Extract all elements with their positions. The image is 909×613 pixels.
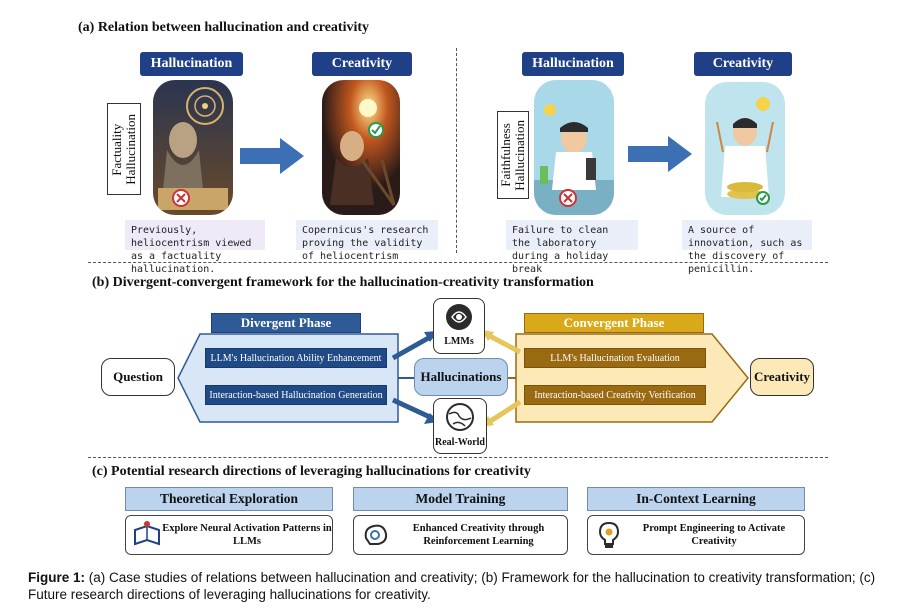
direction-card-in-context: Prompt Engineering to Activate Creativit… xyxy=(587,515,805,555)
caption-heliocentrism: Previously, heliocentrism viewed as a fa… xyxy=(125,220,265,275)
arrow-right-icon xyxy=(240,138,304,174)
direction-heading-in-context: In-Context Learning xyxy=(587,487,805,511)
creativity-label-left: Creativity xyxy=(312,52,412,76)
lightbulb-gear-icon xyxy=(598,521,620,548)
figure-caption-text: (a) Case studies of relations between ha… xyxy=(28,570,876,602)
convergent-step-2: Interaction-based Creativity Verificatio… xyxy=(524,385,706,405)
creativity-node: Creativity xyxy=(750,358,814,396)
brain-gear-icon xyxy=(364,524,388,545)
globe-icon xyxy=(446,403,474,431)
lmms-node: LMMs xyxy=(433,298,485,354)
real-world-node: Real-World xyxy=(433,398,487,454)
section-b-title: (b) Divergent-convergent framework for t… xyxy=(92,275,594,290)
arrow-right-icon xyxy=(628,136,692,172)
faithfulness-hallucination-label: Faithfulness Hallucination xyxy=(497,111,529,199)
hallucination-label-right: Hallucination xyxy=(522,52,624,76)
convergent-step-1: LLM's Hallucination Evaluation xyxy=(524,348,706,368)
section-a-title: (a) Relation between hallucination and c… xyxy=(78,20,370,35)
direction-heading-model-training: Model Training xyxy=(353,487,568,511)
direction-card-model-training: Enhanced Creativity through Reinforcemen… xyxy=(353,515,568,555)
section-a-divider xyxy=(456,48,457,253)
chip-brain-icon xyxy=(446,304,472,330)
caption-copernicus: Copernicus's research proving the validi… xyxy=(296,220,438,262)
convergent-phase-label: Convergent Phase xyxy=(524,313,704,333)
hallucination-label-left: Hallucination xyxy=(140,52,243,76)
scientist-success-image xyxy=(705,82,785,215)
hallucinations-node: Hallucinations xyxy=(414,358,508,396)
brain-book-icon xyxy=(134,521,160,546)
section-divider xyxy=(88,457,828,458)
lab-failure-image xyxy=(534,80,614,215)
divergent-step-1: LLM's Hallucination Ability Enhancement xyxy=(205,348,387,368)
figure-caption-label: Figure 1: xyxy=(28,570,86,585)
divergent-phase-label: Divergent Phase xyxy=(211,313,361,333)
creativity-label-right: Creativity xyxy=(694,52,792,76)
caption-penicillin: A source of innovation, such as the disc… xyxy=(682,220,812,275)
astronomer-image xyxy=(153,80,233,215)
direction-heading-theoretical: Theoretical Exploration xyxy=(125,487,333,511)
caption-lab-failure: Failure to clean the laboratory during a… xyxy=(506,220,638,275)
figure-caption: Figure 1: (a) Case studies of relations … xyxy=(28,569,898,603)
direction-card-theoretical: Explore Neural Activation Patterns in LL… xyxy=(125,515,333,555)
section-c-title: (c) Potential research directions of lev… xyxy=(92,464,531,479)
section-divider xyxy=(88,262,828,263)
factuality-hallucination-label: Factuality Hallucination xyxy=(107,103,141,195)
divergent-step-2: Interaction-based Hallucination Generati… xyxy=(205,385,387,405)
copernicus-image xyxy=(322,80,400,215)
question-node: Question xyxy=(101,358,175,396)
